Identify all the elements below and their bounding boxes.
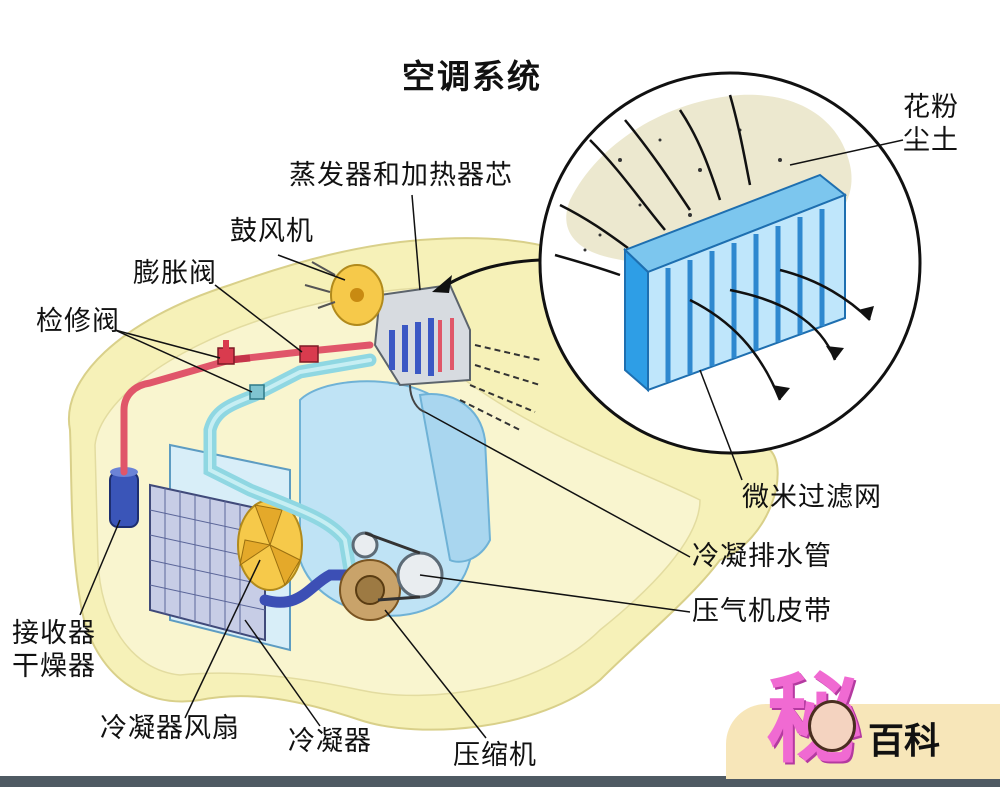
label-condenser: 冷凝器: [288, 726, 372, 757]
label-pollen: 花粉: [903, 92, 959, 123]
condenser-fan-blades: [237, 499, 303, 591]
label-receiver: 接收器: [12, 618, 96, 649]
expansion-valve-part: [299, 345, 319, 363]
label-compressor-belt: 压气机皮带: [692, 596, 832, 627]
label-condensate-drain: 冷凝排水管: [692, 541, 832, 572]
label-micro-filter: 微米过滤网: [742, 482, 882, 513]
label-condenser-fan: 冷凝器风扇: [100, 713, 240, 744]
logo-text: 百科: [868, 721, 941, 762]
bottom-bar: [0, 776, 1000, 787]
refrigerant-high-pressure-line: [120, 341, 374, 476]
receiver-dryer-canister: [109, 467, 139, 528]
filter-zoom-callout: [538, 71, 922, 455]
airflow-arrows: [459, 344, 541, 431]
zoom-pointer-arrowhead: [432, 275, 452, 293]
diagram-title: 空调系统: [402, 57, 542, 96]
logo-avatar: [808, 700, 856, 752]
leader-lines: [79, 139, 904, 739]
logo-background: [726, 704, 1000, 779]
label-dust: 尘土: [903, 125, 959, 156]
compressor-unit: [339, 559, 401, 621]
label-blower: 鼓风机: [230, 216, 314, 247]
service-valve-part: [217, 340, 235, 365]
label-dryer: 干燥器: [12, 651, 96, 682]
low-pressure-line-inner: [208, 358, 372, 572]
label-service-valve: 检修阀: [36, 306, 120, 337]
label-compressor: 压缩机: [453, 740, 537, 771]
evaporator-heater-box: [373, 283, 471, 413]
condenser-hose: [259, 569, 356, 608]
service-valve-part-2: [249, 384, 265, 400]
label-pollen-dust: 花粉 尘土: [903, 94, 959, 154]
label-evaporator-heater-core: 蒸发器和加热器芯: [289, 160, 513, 191]
engine-head: [418, 393, 492, 563]
label-receiver-dryer: 接收器 干燥器: [12, 620, 96, 680]
label-expansion-valve: 膨胀阀: [133, 258, 217, 289]
